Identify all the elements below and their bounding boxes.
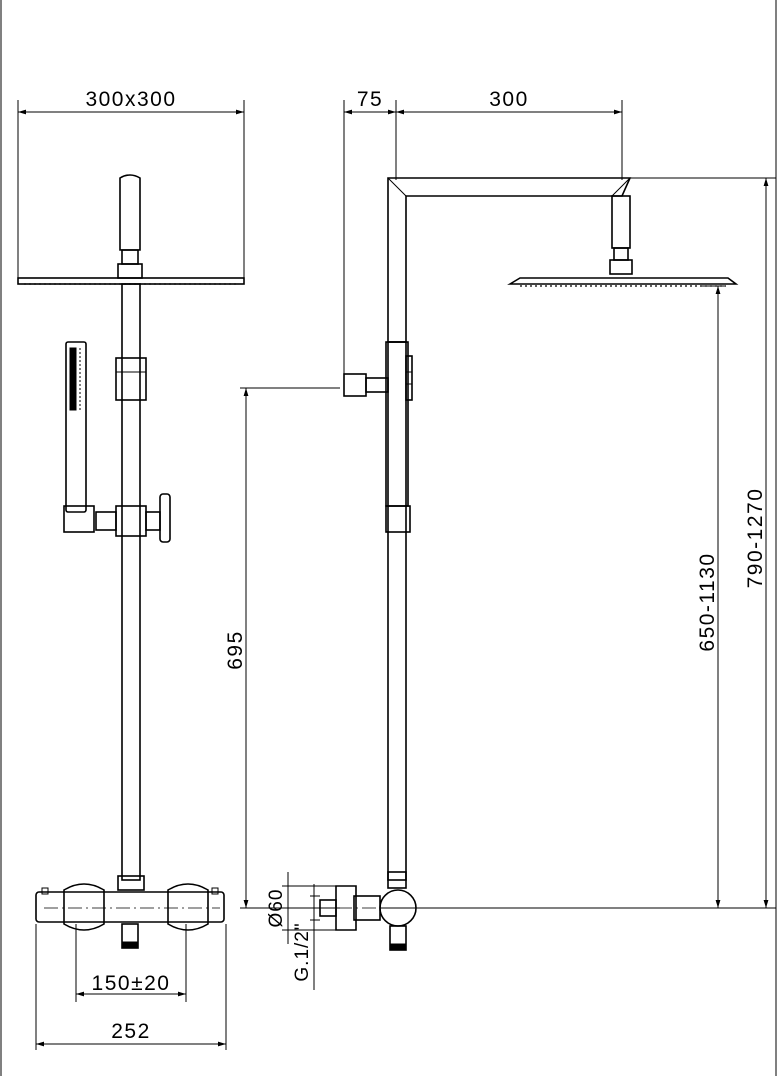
lower-coupling-front xyxy=(117,875,145,891)
dim-holder-height: 695 xyxy=(224,630,247,670)
column-pipe-front xyxy=(121,283,141,881)
shower-arm-side xyxy=(387,177,632,343)
dim-total-height: 790-1270 xyxy=(744,488,767,589)
hand-holder-side xyxy=(343,373,367,397)
thermostatic-mixer-front xyxy=(35,883,225,949)
front-view: 300x300 xyxy=(17,88,340,1050)
dim-arm-offset: 75 xyxy=(357,88,383,111)
side-view: 75 300 xyxy=(266,88,776,990)
column-joint-side xyxy=(385,341,409,507)
column-joint-front xyxy=(115,357,147,401)
dim-mixer-width: 252 xyxy=(111,1020,151,1043)
dim-arm-length: 300 xyxy=(489,88,529,111)
hand-shower xyxy=(63,341,95,533)
dim-mixer-centers: 150±20 xyxy=(92,972,171,995)
shower-head-front xyxy=(17,174,245,285)
column-pipe-side xyxy=(387,341,407,881)
slider-front xyxy=(115,505,147,537)
dim-head-height: 650-1130 xyxy=(696,552,719,651)
dim-outlet-diameter: Ø60 xyxy=(266,889,287,928)
thermostatic-mixer-side xyxy=(314,885,417,951)
shower-head-side xyxy=(507,277,739,287)
dim-thread: G.1/2" xyxy=(292,922,313,981)
dim-head-size: 300x300 xyxy=(85,88,176,111)
